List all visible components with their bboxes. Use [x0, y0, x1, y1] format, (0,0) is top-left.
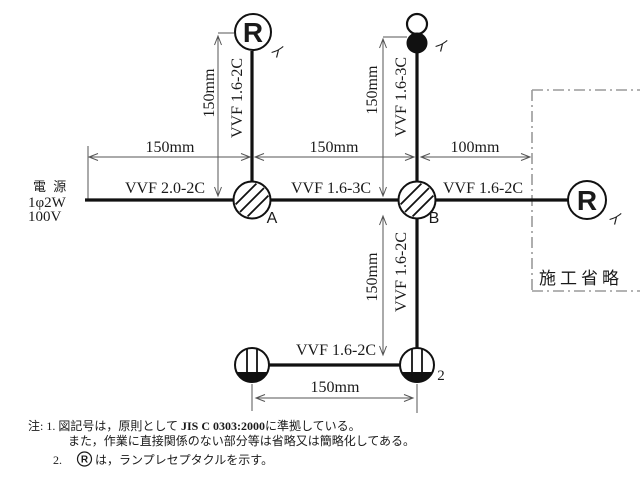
arrow-left-icon	[254, 394, 266, 402]
dim-b-omission: 100mm	[451, 139, 500, 156]
arrow-up-icon	[379, 214, 387, 226]
power-source-line2: 1φ2W	[28, 195, 67, 211]
outlet-count-label: 2	[437, 368, 445, 384]
cable-a-lamp-top: VVF 1.6-2C	[229, 58, 246, 138]
arrow-down-icon	[379, 186, 387, 198]
junction-a-label: A	[267, 210, 278, 227]
arrow-right-icon	[403, 394, 415, 402]
dim-lamp-a: 150mm	[201, 68, 218, 117]
note-1-jis-ref: JIS C 0303:2000	[181, 419, 265, 433]
lamp-receptacle-icon	[234, 13, 272, 51]
circled-r-letter: R	[81, 455, 89, 466]
hatch-line	[246, 194, 270, 218]
switch-icon	[406, 32, 428, 54]
power-source-line3: 100V	[28, 209, 62, 225]
wires	[85, 47, 568, 367]
lamp-receptacle-icon	[567, 180, 607, 220]
outlet-left	[234, 347, 270, 383]
power-source-label: 電 源 1φ2W 100V	[28, 179, 68, 225]
cable-labels: VVF 2.0-2C VVF 1.6-3C VVF 1.6-2C VVF 1.6…	[125, 57, 523, 359]
lamp-receptacle-letter: R	[577, 185, 597, 216]
arrow-right-icon	[520, 153, 532, 161]
arrow-right-icon	[240, 153, 252, 161]
note-1-suffix: に準拠している。	[265, 418, 361, 433]
dim-b-outlet: 150mm	[364, 252, 381, 301]
cable-b-outlet: VVF 1.6-2C	[393, 232, 410, 312]
cable-source-a: VVF 2.0-2C	[125, 180, 205, 197]
hatch-line	[234, 182, 258, 206]
circuit-label-i: イ	[606, 212, 624, 228]
arrow-down-icon	[214, 186, 222, 198]
arrow-left-icon	[87, 153, 99, 161]
circled-r-icon	[76, 451, 93, 467]
cable-a-b: VVF 1.6-3C	[291, 180, 371, 197]
outlet-wall-fill	[236, 372, 268, 383]
dim-a-b: 150mm	[310, 139, 359, 156]
hatch-line	[399, 182, 423, 206]
note-2-number: 2.	[53, 453, 62, 467]
note-1-prefix: 注: 1. 図記号は，原則として	[28, 418, 181, 433]
junction-b-label: B	[429, 210, 440, 227]
arrow-left-icon	[419, 153, 431, 161]
arrow-left-icon	[253, 153, 265, 161]
note-2-text: は，ランプレセプタクルを示す。	[95, 453, 273, 467]
dim-source-a: 150mm	[146, 139, 195, 156]
cable-b-switch: VVF 1.6-3C	[393, 57, 410, 137]
junction-box-a: A	[232, 180, 278, 227]
arrow-right-icon	[404, 153, 416, 161]
lamp-receptacle-right: R イ	[567, 180, 624, 228]
lamp-receptacle-letter: R	[243, 17, 263, 48]
cable-outlet-outlet: VVF 1.6-2C	[296, 342, 376, 359]
dimension-lines: 150mm 150mm 100mm 150mm 150mm 150mm 150m…	[87, 32, 532, 413]
dim-switch-b: 150mm	[364, 65, 381, 114]
hatch-line	[404, 187, 430, 213]
arrow-up-icon	[379, 37, 387, 49]
omission-box: 施工省略	[531, 89, 640, 292]
note-1-line2: また，作業に直接関係のない部分等は省略又は簡略化してある。	[68, 433, 415, 448]
notes: 注: 1. 図記号は，原則として JIS C 0303:2000に準拠している。…	[28, 418, 415, 467]
hatch-line	[239, 187, 265, 213]
arrow-up-icon	[214, 34, 222, 46]
cable-b-lamp-right: VVF 1.6-2C	[443, 180, 523, 197]
junction-box-b: B	[397, 180, 440, 227]
pilot-lamp-and-switch: イ	[405, 12, 450, 55]
power-source-line1: 電 源	[33, 179, 68, 194]
lamp-receptacle-top: R イ	[234, 13, 286, 61]
outlet-right: 2	[399, 347, 445, 384]
pilot-lamp-icon	[405, 12, 429, 36]
circuit-label-i: イ	[432, 39, 450, 55]
hatch-line	[411, 194, 435, 218]
omission-label: 施工省略	[539, 269, 623, 288]
dim-outlets: 150mm	[311, 379, 360, 396]
arrow-down-icon	[379, 345, 387, 357]
circuit-label-i: イ	[268, 45, 286, 61]
note-1-line1: 注: 1. 図記号は，原則として JIS C 0303:2000に準拠している。	[28, 418, 361, 433]
outlet-wall-fill	[401, 372, 433, 383]
